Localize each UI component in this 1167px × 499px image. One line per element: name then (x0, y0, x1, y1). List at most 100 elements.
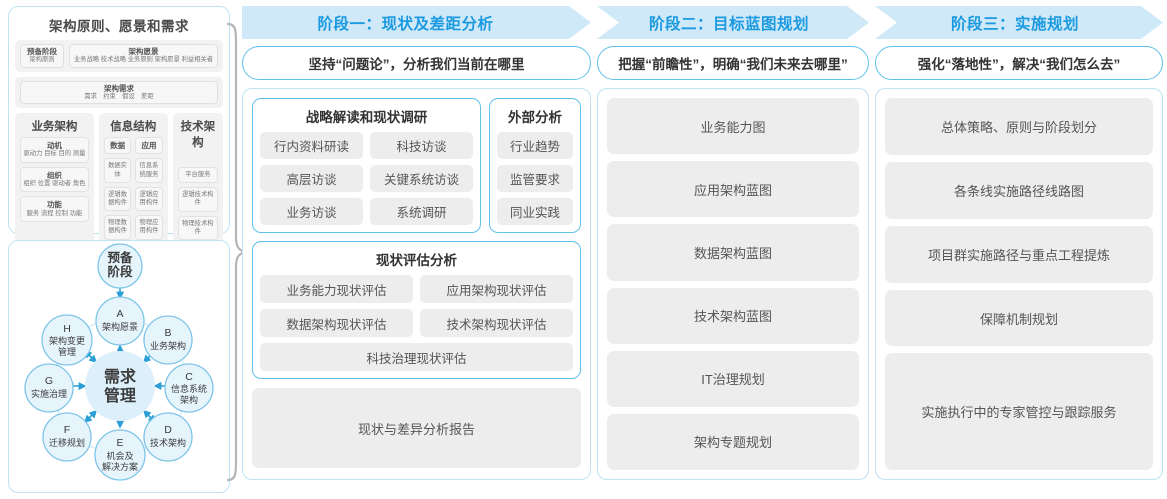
svg-text:迁移规划: 迁移规划 (49, 437, 85, 448)
chip-row: 业务访谈 系统调研 (260, 198, 473, 225)
chip[interactable]: 技术架构现状评估 (420, 309, 573, 337)
phase-column-2: 阶段二：目标蓝图规划 把握“前瞻性”，明确“我们未来去哪里” 业务能力图 应用架… (597, 6, 869, 495)
phase-3-banner-label: 阶段三：实施规划 (950, 15, 1079, 33)
svg-text:信息系统: 信息系统 (171, 383, 207, 394)
deliverable-item[interactable]: 保障机制规划 (885, 289, 1153, 347)
svg-text:解决方案: 解决方案 (102, 461, 138, 472)
phase-column-3: 阶段三：实施规划 强化“落地性”，解决“我们怎么去” 总体策略、原则与阶段划分 … (875, 6, 1163, 495)
banner-shape (875, 6, 1163, 39)
svg-text:业务架构: 业务架构 (150, 340, 186, 351)
adm-node-e (94, 429, 146, 481)
chip[interactable]: 科技访谈 (370, 132, 473, 159)
group-title: 战略解读和现状调研 (305, 110, 428, 125)
togaf-box: 逻辑数据构件 (103, 186, 132, 212)
svg-text:管理: 管理 (58, 346, 76, 357)
togaf-content-framework-panel: 架构原则、愿景和需求 预备阶段 架构原则 架构愿景 业务战略 技术战略 业务原则… (8, 6, 230, 290)
phase-1-slogan: 坚持“问题论”，分析我们当前在哪里 (242, 46, 591, 80)
togaf-requirements-band: 架构需求 需求 约束 假设 差距 (15, 76, 223, 109)
deliverable-item[interactable]: 总体策略、原则与阶段划分 (885, 98, 1153, 155)
phase-1-banner-label: 阶段一：现状及差距分析 (317, 15, 494, 33)
deliverable-item[interactable]: 技术架构蓝图 (607, 287, 859, 344)
svg-text:技术架构: 技术架构 (150, 437, 186, 448)
chip-row: 业务能力现状评估 应用架构现状评估 (260, 275, 573, 303)
adm-node-a (95, 296, 145, 346)
togaf-cell-head: 预备阶段 (27, 47, 57, 56)
deliverable-item[interactable]: 架构专题规划 (607, 413, 859, 471)
togaf-box: 逻辑技术构件 (177, 187, 218, 212)
phase-2-banner: 阶段二：目标蓝图规划 (597, 6, 869, 39)
togaf-cell-head: 架构需求 (104, 83, 134, 93)
togaf-box: 平台服务 (177, 167, 218, 184)
togaf-column-title: 业务架构 (31, 121, 78, 134)
svg-text:E: E (116, 437, 123, 449)
svg-text:A: A (116, 308, 123, 320)
togaf-cell-vision: 架构愿景 业务战略 技术战略 业务原则 架构愿景 利益相关者 (69, 44, 218, 68)
chip[interactable]: 业务访谈 (260, 198, 363, 225)
left-column: 架构原则、愿景和需求 预备阶段 架构原则 架构愿景 业务战略 技术战略 业务原则… (8, 6, 230, 493)
togaf-column-technology: 技术架构 平台服务 逻辑技术构件 物理技术构件 (172, 113, 223, 244)
togaf-box: 物理应用构件 (135, 215, 163, 240)
deliverable-item[interactable]: 数据架构蓝图 (607, 224, 859, 281)
chip-wide[interactable]: 科技治理现状评估 (260, 343, 573, 371)
chip[interactable]: 行业趋势 (497, 132, 573, 159)
phase-3-banner: 阶段三：实施规划 (875, 6, 1163, 39)
chip[interactable]: 系统调研 (370, 198, 473, 225)
togaf-vision-band: 预备阶段 架构原则 架构愿景 业务战略 技术战略 业务原则 架构愿景 利益相关者 (15, 40, 223, 72)
togaf-box: 数据实体 (103, 158, 132, 183)
phase-1-report[interactable]: 现状与差异分析报告 (252, 388, 581, 468)
phase-column-1: 阶段一：现状及差距分析 坚持“问题论”，分析我们当前在哪里 战略解读和现状调研 … (242, 6, 591, 495)
chip-row: 数据架构现状评估 技术架构现状评估 (260, 309, 573, 337)
togaf-box: 逻辑应用构件 (135, 186, 163, 212)
phase-1-banner: 阶段一：现状及差距分析 (242, 6, 591, 39)
chip[interactable]: 关键系统访谈 (370, 165, 473, 192)
deliverable-item[interactable]: 业务能力图 (607, 98, 859, 155)
group-title: 外部分析 (508, 110, 562, 125)
svg-text:阶段: 阶段 (107, 264, 133, 279)
adm-cycle-diagram: 预备 阶段 需求 管理 A 架构愿景 B 业务架构 C (9, 241, 229, 492)
deliverable-item[interactable]: 项目群实施路径与重点工程提炼 (885, 225, 1153, 283)
chip[interactable]: 数据架构现状评估 (260, 309, 413, 337)
deliverable-item[interactable]: 各条线实施路径线路图 (885, 161, 1153, 219)
phase-3-body: 总体策略、原则与阶段划分 各条线实施路径线路图 项目群实施路径与重点工程提炼 保… (875, 88, 1163, 480)
togaf-cell-sub: 业务战略 技术战略 业务原则 架构愿景 利益相关者 (73, 56, 214, 64)
chip[interactable]: 同业实践 (497, 198, 573, 225)
togaf-column-information: 信息结构 数据 数据实体 逻辑数据构件 物理数据构件 应用 信息系统服务 逻辑应… (98, 113, 168, 244)
adm-node-f (42, 412, 92, 462)
chip-row: 行内资料研读 科技访谈 (260, 132, 473, 159)
togaf-column-title: 技术架构 (180, 121, 216, 150)
chip[interactable]: 监管要求 (497, 165, 573, 192)
svg-text:G: G (45, 375, 53, 387)
adm-node-g (24, 363, 74, 413)
adm-node-prep (97, 243, 143, 289)
adm-cycle-panel: 预备 阶段 需求 管理 A 架构愿景 B 业务架构 C (8, 240, 230, 493)
chip[interactable]: 应用架构现状评估 (420, 275, 573, 303)
togaf-box: 数据 (103, 137, 132, 155)
deliverable-item[interactable]: 应用架构蓝图 (607, 161, 859, 218)
togaf-box: 信息系统服务 (135, 158, 163, 183)
phase-3-slogan: 强化“落地性”，解决“我们怎么去” (875, 46, 1163, 80)
phase-1-body: 战略解读和现状调研 行内资料研读 科技访谈 高层访谈 关键系统访谈 业务访谈 系… (242, 88, 591, 480)
togaf-cell-sub: 架构原则 (29, 56, 55, 64)
togaf-cell-requirements: 架构需求 需求 约束 假设 差距 (20, 80, 218, 105)
adm-node-c (164, 363, 214, 413)
chip[interactable]: 业务能力现状评估 (260, 275, 413, 303)
group-title: 现状评估分析 (376, 253, 457, 268)
togaf-domain-columns: 业务架构 动机 驱动力 目标 目的 测量 组织 组织 位置 驱动者 角色 功能 (15, 113, 223, 244)
deliverable-item[interactable]: 实施执行中的专家管控与跟踪服务 (885, 353, 1153, 470)
chip[interactable]: 高层访谈 (260, 165, 363, 192)
adm-node-h (41, 314, 93, 366)
adm-node-d (143, 412, 193, 462)
chip[interactable]: 行内资料研读 (260, 132, 363, 159)
deliverable-item[interactable]: IT治理规划 (607, 350, 859, 407)
svg-text:C: C (185, 371, 193, 383)
group-external-analysis: 外部分析 行业趋势 监管要求 同业实践 (489, 98, 581, 233)
phase-2-body: 业务能力图 应用架构蓝图 数据架构蓝图 技术架构蓝图 IT治理规划 架构专题规划 (597, 88, 869, 480)
svg-text:需求: 需求 (104, 367, 137, 386)
adm-svg: 预备 阶段 需求 管理 A 架构愿景 B 业务架构 C (24, 243, 214, 481)
adm-node-b (143, 315, 193, 365)
togaf-cell-sub: 需求 约束 假设 差距 (84, 92, 154, 100)
togaf-column-business: 业务架构 动机 驱动力 目标 目的 测量 组织 组织 位置 驱动者 角色 功能 (15, 113, 94, 244)
togaf-title: 架构原则、愿景和需求 (49, 19, 189, 34)
togaf-box: 组织 组织 位置 驱动者 角色 (20, 166, 89, 193)
